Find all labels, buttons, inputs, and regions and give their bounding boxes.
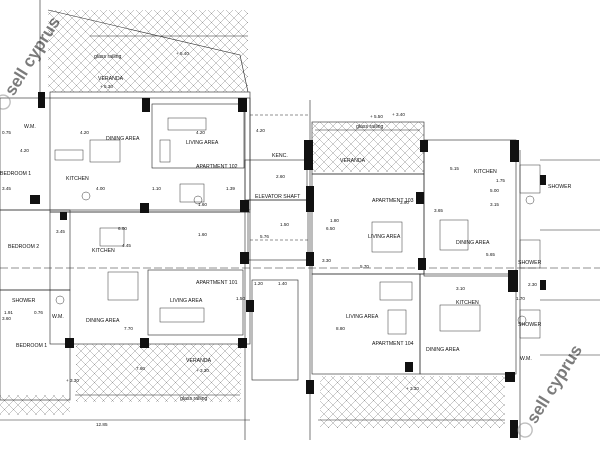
room-label-shower-r3: SHOWER — [518, 322, 542, 328]
dimension-label: + 3.30 — [66, 378, 79, 383]
dimension-label: 4.20 — [20, 148, 29, 153]
globe-icon — [0, 94, 11, 110]
dimension-label: 0.76 — [34, 310, 43, 315]
dimension-label: 4.00 — [96, 186, 105, 191]
dimension-label: 2.30 — [528, 282, 537, 287]
room-label-living-101: LIVING AREA — [170, 298, 203, 304]
room-label-dining-104: DINING AREA — [426, 347, 460, 353]
room-label-living-top: LIVING AREA — [186, 140, 219, 146]
dimension-label: 0.75 — [2, 130, 11, 135]
dimension-label: 5.65 — [486, 252, 495, 257]
dimension-label: 1.70 — [516, 296, 525, 301]
dimension-label: 1.91 — [4, 310, 13, 315]
dimension-label: + 3.30 — [406, 386, 419, 391]
dimension-label: 7.60 — [136, 366, 145, 371]
dimension-label: 3.15 — [490, 202, 499, 207]
room-label-wm-101: W.M. — [52, 314, 64, 320]
room-label-living-103: LIVING AREA — [368, 234, 401, 240]
dimension-label: 3.45 — [56, 229, 65, 234]
dimension-label: 1.60 — [198, 202, 207, 207]
dimension-label: 3.30 — [322, 258, 331, 263]
room-label-elevator-shaft: ELEVATOR SHAFT — [255, 194, 301, 200]
dimension-label: + 3.30 — [196, 368, 209, 373]
room-label-apartment-103: APARTMENT 103 — [372, 198, 414, 204]
dimension-label: 1.50 — [236, 296, 245, 301]
room-label-apartment-104: APARTMENT 104 — [372, 341, 414, 347]
dimension-label: 6.00 — [118, 226, 127, 231]
dimension-label: 1.60 — [198, 232, 207, 237]
dimension-label: 3.65 — [434, 208, 443, 213]
dimension-label: 3.10 — [456, 286, 465, 291]
dimension-label: 4.20 — [256, 128, 265, 133]
room-label-shower-r1: SHOWER — [548, 184, 572, 190]
room-label-bedroom1-101: BEDROOM 1 — [16, 343, 47, 349]
dimension-labels: + 5.40 + 5.30 4.20 4.20 4.20 4.20 1.60 1… — [2, 51, 537, 427]
room-label-wm-right: W.M. — [520, 356, 532, 362]
room-labels: VERANDA DINING AREA LIVING AREA KITCHEN … — [0, 54, 572, 402]
room-label-glass-top: glass railing — [94, 54, 122, 60]
room-label-kitchen-top: KITCHEN — [66, 176, 89, 182]
dimension-label: 1.40 — [278, 281, 287, 286]
dimension-label: 1.50 — [280, 222, 289, 227]
dimension-label: 1.80 — [330, 218, 339, 223]
dimension-label: 2.60 — [276, 174, 285, 179]
room-label-apartment-102: APARTMENT 102 — [196, 164, 238, 170]
room-label-kitchen-101: KITCHEN — [92, 248, 115, 254]
dimension-label: 6.50 — [326, 226, 335, 231]
room-label-apartment-101: APARTMENT 101 — [196, 280, 238, 286]
dimension-label: 5.00 — [490, 188, 499, 193]
structural-columns — [30, 92, 546, 438]
dimension-label: 3.45 — [2, 186, 11, 191]
dimension-label: 3.90 — [400, 200, 409, 205]
globe-icon — [517, 422, 533, 438]
room-label-kitchen-103: KITCHEN — [474, 169, 497, 175]
dimension-label: 1.20 — [254, 281, 263, 286]
room-label-veranda-right: VERANDA — [340, 158, 366, 164]
dimension-label: 4.45 — [122, 243, 131, 248]
dimension-label: 1.10 — [152, 186, 161, 191]
dimension-label: 8.80 — [336, 326, 345, 331]
dimension-label: + 5.40 — [176, 51, 189, 56]
room-label-bedroom2: BEDROOM 2 — [8, 244, 39, 250]
dimension-label: + 5.30 — [100, 84, 113, 89]
room-label-kenc: KENC. — [272, 153, 288, 159]
dimension-label: 12.85 — [96, 422, 108, 427]
plan-lines — [0, 0, 600, 440]
dimension-label: 4.20 — [80, 130, 89, 135]
dimension-label: 7.70 — [124, 326, 133, 331]
room-label-dining-top: DINING AREA — [106, 136, 140, 142]
room-label-living-104: LIVING AREA — [346, 314, 379, 320]
room-label-veranda-top: VERANDA — [98, 76, 124, 82]
room-label-glass-bottom: glass railing — [180, 396, 208, 402]
watermark-text: sell cyprus — [523, 341, 586, 426]
room-label-dining-101: DINING AREA — [86, 318, 120, 324]
room-label-dining-103: DINING AREA — [456, 240, 490, 246]
dimension-label: + 3.40 — [392, 112, 405, 117]
room-label-shower-101: SHOWER — [12, 298, 36, 304]
dimension-label: + 5.50 — [370, 114, 383, 119]
room-label-veranda-bottom: VERANDA — [186, 358, 212, 364]
dimension-label: 1.75 — [496, 178, 505, 183]
dimension-label: 5.70 — [360, 264, 369, 269]
room-label-bedroom1-top: BEDROOM 1 — [0, 171, 31, 177]
dimension-label: 5.76 — [260, 234, 269, 239]
room-label-wm-top: W.M. — [24, 124, 36, 130]
dimension-label: 3.60 — [2, 316, 11, 321]
room-label-shower-r2: SHOWER — [518, 260, 542, 266]
dimension-label: 1.39 — [226, 186, 235, 191]
dimension-label: 4.20 — [196, 130, 205, 135]
dimension-label: 5.15 — [450, 166, 459, 171]
veranda-hatching — [0, 10, 505, 428]
room-label-glass-right: glass railing — [356, 124, 384, 130]
room-label-kitchen-104: KITCHEN — [456, 300, 479, 306]
